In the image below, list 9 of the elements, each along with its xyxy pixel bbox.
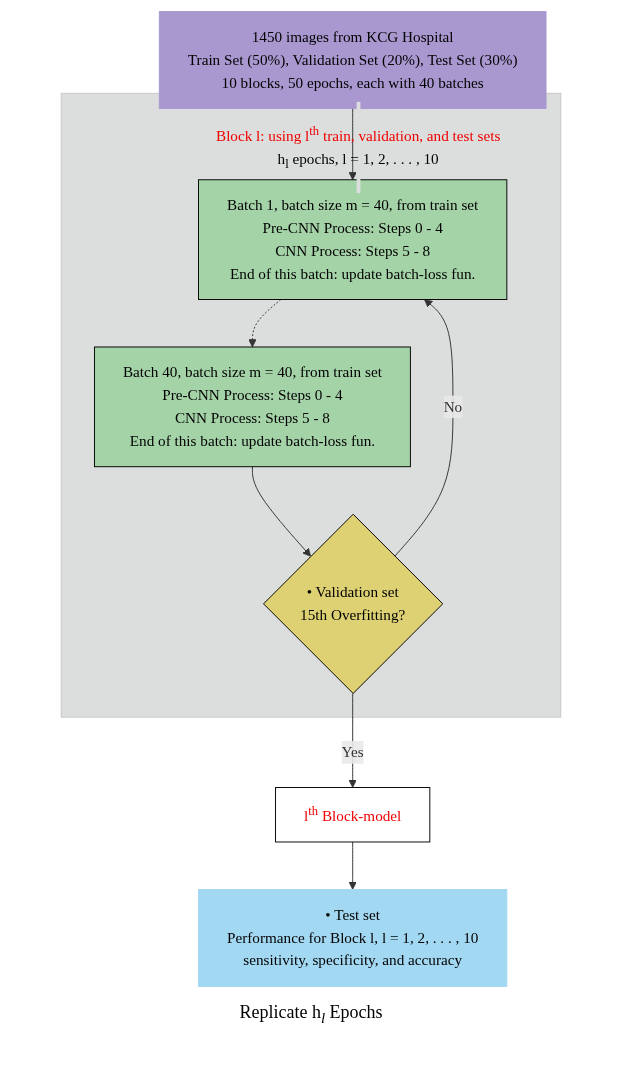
node-box: Batch 40, batch size m = 40, from train set Pre-CNN Process: Steps 0 - 4 CNN Process: Steps 5 - 8 End of this batch: update batch-loss fun. [94,346,411,468]
node-box: 1450 images from KCG Hospital Train Set (50%), Validation Set (20%), Test Set (30%) 10 blocks, 50 epochs, each with 40 batches [158,11,547,109]
node-diamond: • Validation set 15th Overfitting? [263,513,444,694]
node-box: l$^{th}$ Block-model [275,787,431,843]
node-box: • Test set Performance for Block l, l = 1, 2, . . . , 10 sensitivity, specificity, and accuracy [198,889,508,987]
edge-label: No [443,398,463,415]
node-box: Batch 1, batch size m = 40, from train set Pre-CNN Process: Steps 0 - 4 CNN Process: Steps 5 - 8 End of this batch: update batch-loss fun. [198,179,508,300]
note-text: Replicate h$_{l}$ Epochs [239,1002,383,1027]
edge-label: Yes [341,743,364,760]
